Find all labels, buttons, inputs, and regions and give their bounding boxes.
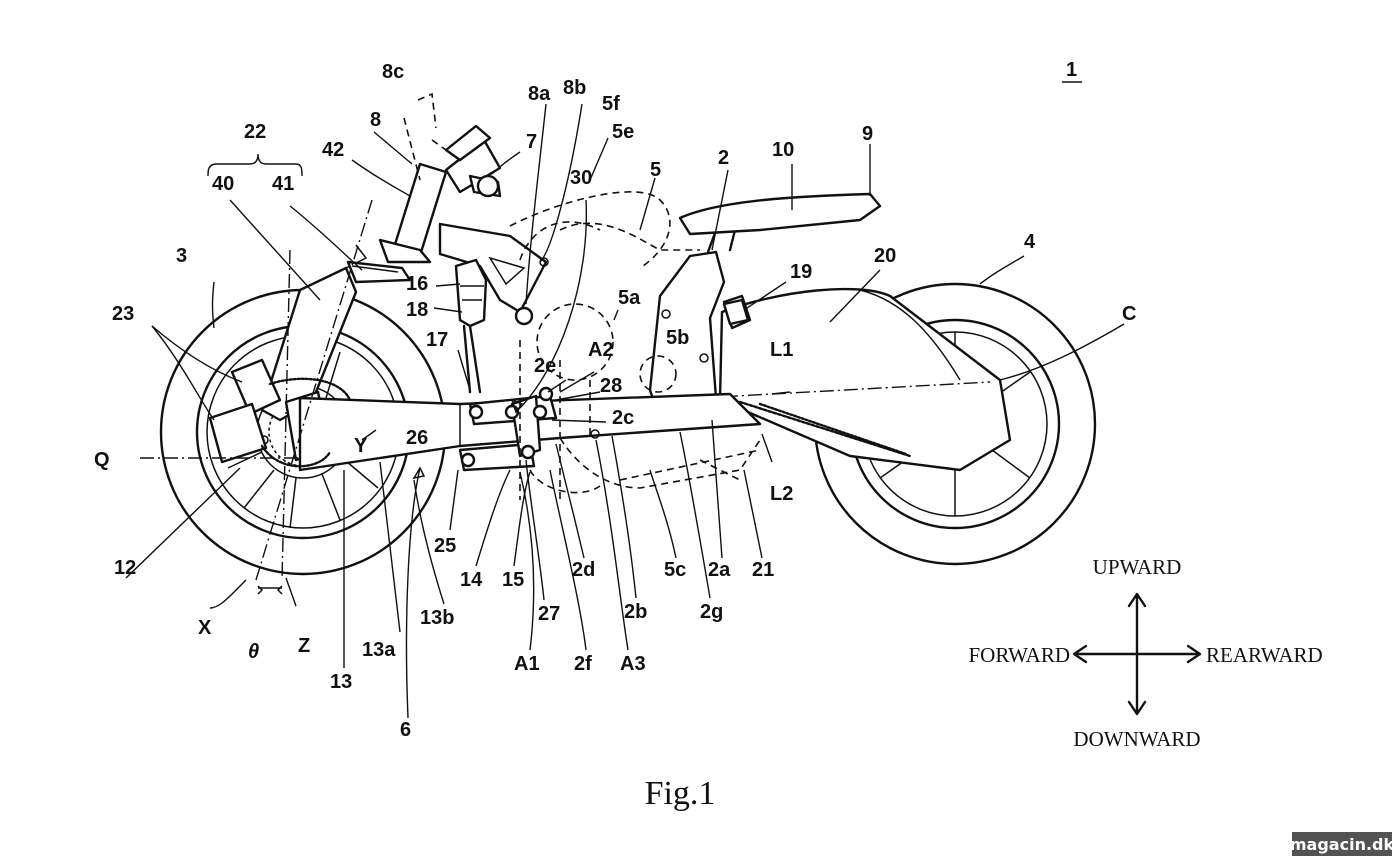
label-5: 5 <box>650 159 661 181</box>
direction-down: DOWNWARD <box>1073 727 1200 751</box>
direction-rearward: REARWARD <box>1206 643 1323 667</box>
label-5b: 5b <box>666 327 689 349</box>
label-10: 10 <box>772 139 794 161</box>
label-22: 22 <box>244 121 266 143</box>
label-3: 3 <box>176 245 187 267</box>
label-L2: L2 <box>770 483 793 505</box>
drive-chain <box>260 377 908 468</box>
label-2: 2 <box>718 147 729 169</box>
arrow-right-icon <box>1186 644 1202 664</box>
label-2c: 2c <box>612 407 634 429</box>
label-Y: Y <box>354 435 368 457</box>
label-26: 26 <box>406 427 428 449</box>
label-A1: A1 <box>514 653 540 675</box>
label-2d: 2d <box>572 559 595 581</box>
label-7: 7 <box>526 131 537 153</box>
label-41: 41 <box>272 173 294 195</box>
label-13b: 13b <box>420 607 454 629</box>
leader-lines <box>125 103 1125 719</box>
label-25: 25 <box>434 535 456 557</box>
label-2a: 2a <box>708 559 731 581</box>
label-12: 12 <box>114 557 136 579</box>
label-2e: 2e <box>534 355 556 377</box>
label-2g: 2g <box>700 601 723 623</box>
arrow-left-icon <box>1072 644 1088 664</box>
label-30: 30 <box>570 167 592 189</box>
arrow-up-icon <box>1127 592 1147 608</box>
reference-labels: 8c 8b 8a 5f 5e 22 8 7 42 40 41 30 5 2 10… <box>94 61 1136 741</box>
label-5e: 5e <box>612 121 634 143</box>
direction-compass: UPWARD FORWARD REARWARD DOWNWARD <box>968 555 1322 751</box>
label-theta: θ <box>248 641 259 663</box>
label-5a: 5a <box>618 287 641 309</box>
label-21: 21 <box>752 559 774 581</box>
label-18: 18 <box>406 299 428 321</box>
figure-caption: Fig.1 <box>645 775 716 812</box>
component-19 <box>722 298 750 326</box>
direction-forward: FORWARD <box>968 643 1070 667</box>
link-mechanism <box>458 386 601 494</box>
label-6: 6 <box>400 719 411 741</box>
arrow-down-icon <box>1127 700 1147 716</box>
label-13: 13 <box>330 671 352 693</box>
label-2f: 2f <box>574 653 592 675</box>
label-5c: 5c <box>664 559 686 581</box>
label-X: X <box>198 617 212 639</box>
assembly-number: 1 <box>1066 59 1077 81</box>
label-Q: Q <box>94 449 110 471</box>
label-15: 15 <box>502 569 524 591</box>
steering-axes <box>140 199 373 595</box>
label-17: 17 <box>426 329 448 351</box>
assembly-reference: 1 <box>1062 59 1082 83</box>
label-C: C <box>1122 303 1136 325</box>
label-5f: 5f <box>602 93 620 115</box>
label-8c: 8c <box>382 61 404 83</box>
label-19: 19 <box>790 261 812 283</box>
label-23: 23 <box>112 303 134 325</box>
label-9: 9 <box>862 123 873 145</box>
label-L1: L1 <box>770 339 793 361</box>
watermark-text: magacin.dk <box>1290 835 1392 854</box>
label-20: 20 <box>874 245 896 267</box>
steering-assembly <box>378 92 700 326</box>
label-40: 40 <box>212 173 234 195</box>
label-28: 28 <box>600 375 622 397</box>
label-13a: 13a <box>362 639 396 661</box>
label-27: 27 <box>538 603 560 625</box>
label-A2: A2 <box>588 339 614 361</box>
label-2b: 2b <box>624 601 647 623</box>
watermark: magacin.dk <box>1290 832 1392 856</box>
label-8b: 8b <box>563 77 586 99</box>
label-A3: A3 <box>620 653 646 675</box>
label-8a: 8a <box>528 83 551 105</box>
label-42: 42 <box>322 139 344 161</box>
label-16: 16 <box>406 273 428 295</box>
label-8: 8 <box>370 109 381 131</box>
component-16-18 <box>454 258 488 394</box>
direction-up: UPWARD <box>1093 555 1182 579</box>
label-4: 4 <box>1024 231 1036 253</box>
label-14: 14 <box>460 569 483 591</box>
label-Z: Z <box>298 635 310 657</box>
